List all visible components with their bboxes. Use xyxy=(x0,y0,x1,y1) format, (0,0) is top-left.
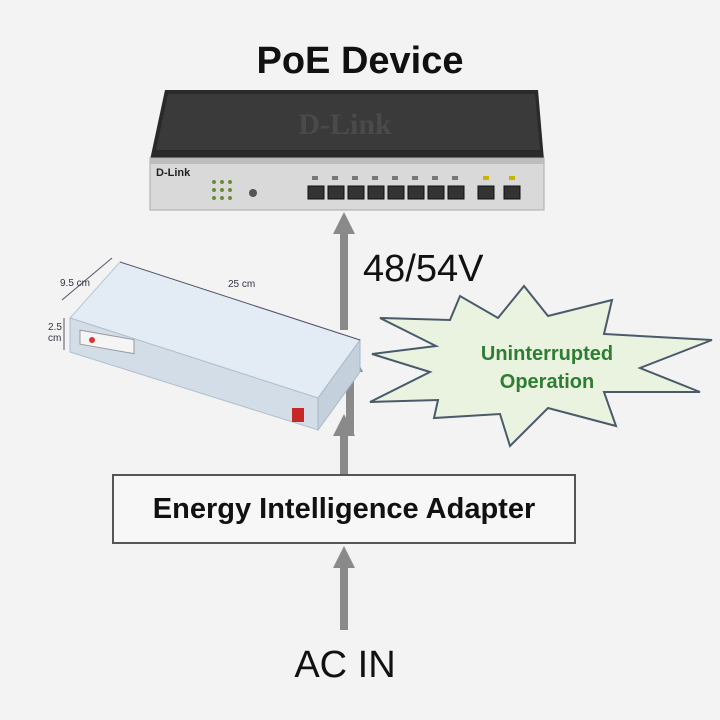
poe-switch-image: D-Link D-Link xyxy=(149,90,545,211)
starburst-label: Uninterrupted Operation xyxy=(480,343,614,393)
diagram-title: PoE Device xyxy=(256,40,464,82)
voltage-label: 48/54V xyxy=(363,248,484,290)
adapter-box: Energy Intelligence Adapter xyxy=(112,474,576,544)
dimension-height-label: 2.5 cm xyxy=(48,322,62,344)
dimension-length-label: 25 cm xyxy=(228,279,256,290)
starburst-shape xyxy=(369,284,713,448)
ac-in-label: AC IN xyxy=(294,644,396,686)
dimension-depth-label: 9.5 cm xyxy=(60,278,91,289)
adapter-label: Energy Intelligence Adapter xyxy=(152,492,536,525)
power-flow-arrows xyxy=(333,212,363,630)
switch-front-brand-text: D-Link xyxy=(156,167,191,179)
switch-top-brand-text: D-Link xyxy=(298,108,392,141)
adapter-device-image xyxy=(61,257,361,432)
